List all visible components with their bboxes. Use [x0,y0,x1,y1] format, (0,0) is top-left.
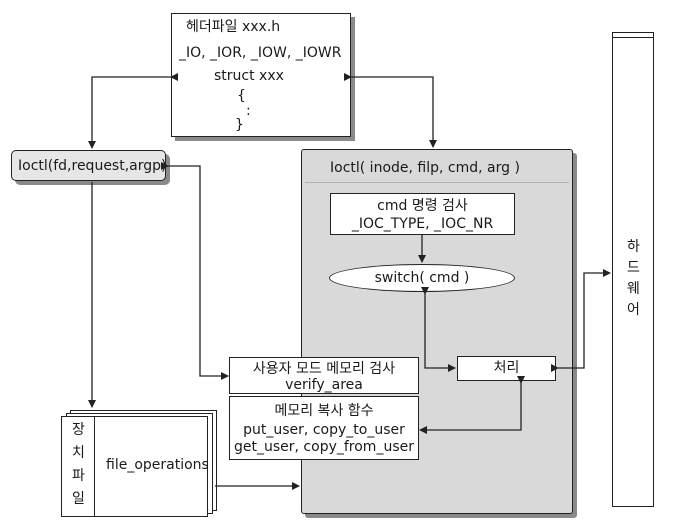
arrow-user-ioctl-user-mode-check [161,162,229,380]
device-file-box [61,416,208,517]
memory-copy-line3: get_user, copy_from_user [234,439,414,455]
device-file-char-4: 일 [72,491,85,507]
device-file-char-3: 파 [72,468,85,484]
cmd-check-line1: cmd 명령 검사 [377,198,468,214]
hardware-top-edge [612,32,654,38]
header-brace-open: { [237,88,246,104]
header-file-macros: _IO, _IOR, _IOW, _IOWR [179,45,342,61]
user-mode-check-line2: verify_area [285,377,363,393]
hardware-box [612,32,654,507]
process-label: 처리 [493,360,520,376]
memory-copy-box [229,396,419,460]
hardware-char-1: 하 [627,239,640,255]
file-operations-label: file_operations [106,457,209,473]
header-file-box [171,13,351,137]
hardware-char-2: 드 [627,260,640,276]
switch-cmd-label: switch( cmd ) [374,270,470,286]
arrow-header-kernel-ioctl [344,73,437,148]
cmd-check-box [330,193,515,235]
memory-copy-line2: put_user, copy_to_user [243,422,405,438]
hardware-char-3: 웨 [627,281,640,297]
device-file-divider [94,416,95,517]
header-file-title: 헤더파일 xxx.h [186,19,281,35]
header-brace-close: } [235,117,244,133]
user-mode-check-line1: 사용자 모드 메모리 검사 [252,361,396,377]
arrow-header-user-ioctl [88,73,178,149]
kernel-ioctl-signature: Ioctl( inode, filp, cmd, arg ) [330,160,520,176]
header-colon: : [246,103,251,119]
hardware-char-4: 어 [627,302,640,318]
user-ioctl-label: Ioctl(fd,request,argp) [18,158,167,174]
device-file-char-2: 치 [72,445,85,461]
kernel-signature-divider [305,182,569,183]
cmd-check-line2: _IOC_TYPE, _IOC_NR [351,216,494,232]
user-ioctl-box [11,150,166,181]
header-struct-line: struct xxx [214,68,284,84]
user-mode-check-box [229,357,419,394]
device-file-char-1: 장 [72,422,85,438]
memory-copy-line1: 메모리 복사 함수 [274,403,374,419]
